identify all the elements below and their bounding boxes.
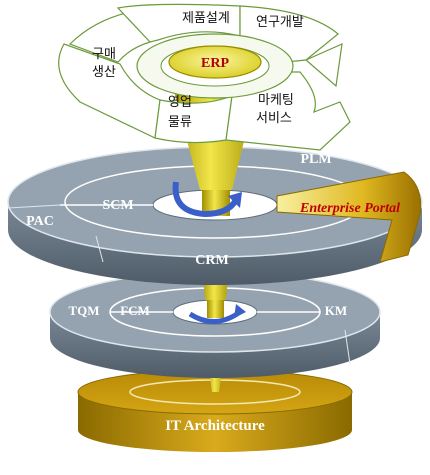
segment-label-4a: 영업	[168, 95, 192, 110]
ring-label-scm: SCM	[102, 198, 133, 213]
ring-label-tqm: TQM	[68, 303, 99, 318]
lower-ring: TQM FCM KM	[49, 271, 381, 378]
ring-label-plm: PLM	[300, 152, 331, 167]
segment-label-3b: 서비스	[256, 111, 292, 126]
erp-hub-top	[168, 45, 262, 79]
upper-ring: Enterprise Portal SCM PLM PAC CRM	[7, 146, 423, 285]
cycle-arrow-head-icon	[304, 43, 343, 88]
segment-label-4b: 물류	[168, 115, 192, 130]
segment-label-1: 제품설계	[182, 11, 230, 26]
lower-side-divider	[344, 329, 351, 365]
erp-label: ERP	[201, 56, 229, 71]
base-label: IT Architecture	[165, 418, 265, 434]
upper-rotation-arrow-icon	[172, 181, 239, 218]
segment-label-5b: 생산	[92, 65, 116, 80]
ring-label-crm: CRM	[195, 253, 228, 268]
upper-divider-outer-left	[7, 204, 61, 209]
segment-label-3a: 마케팅	[258, 93, 294, 108]
ring-label-km: KM	[325, 303, 347, 318]
segment-label-5a: 구매	[92, 47, 116, 62]
erp-cycle: ERP 제품설계 연구개발 마케팅 서비스 영업 물류 구매 생산	[58, 3, 351, 151]
upper-arrow-head-icon	[228, 192, 242, 208]
enterprise-portal-label: Enterprise Portal	[299, 201, 400, 216]
ring-label-pac: PAC	[26, 214, 54, 229]
ring-label-fcm: FCM	[120, 303, 150, 318]
upper-side-divider	[95, 235, 104, 263]
enterprise-portal-segment	[276, 171, 422, 263]
lower-arrow-head-icon	[234, 304, 246, 318]
lower-hole-shaft	[207, 298, 224, 318]
segment-sales-logistics	[154, 95, 233, 144]
segment-label-2: 연구개발	[256, 15, 304, 30]
